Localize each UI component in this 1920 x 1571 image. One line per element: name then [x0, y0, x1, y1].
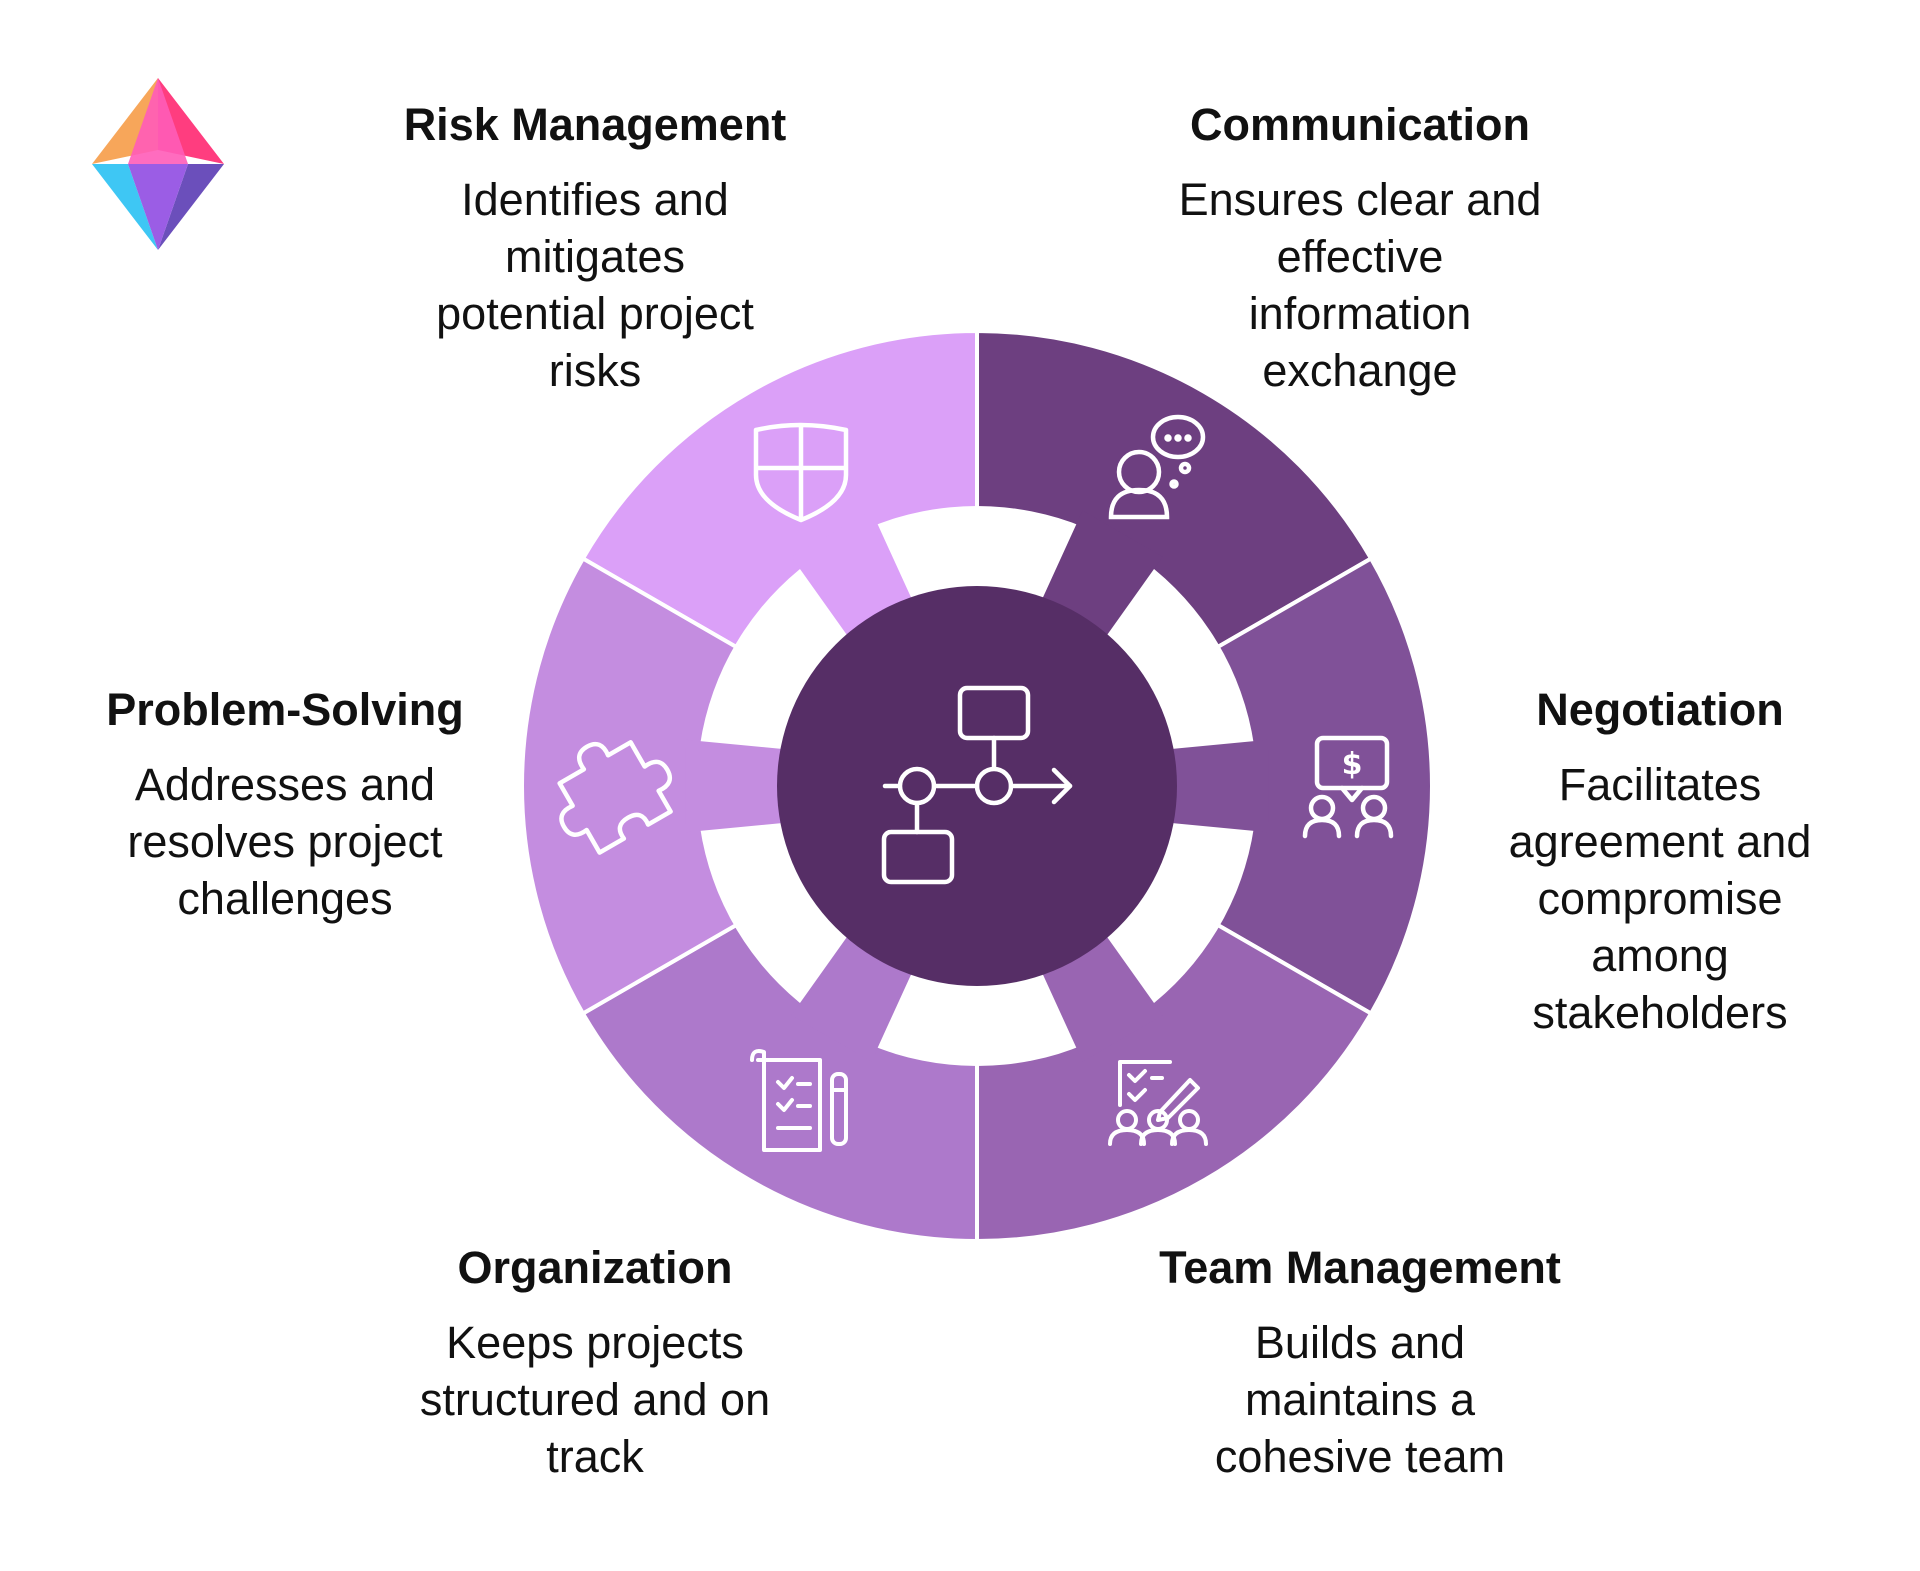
segment-title: Negotiation — [1536, 684, 1784, 735]
svg-text:$: $ — [1342, 747, 1363, 782]
segment-description: Keeps projects structured and on track — [419, 1317, 771, 1482]
workflow-diagram-icon — [881, 685, 1073, 885]
label-team-management: Team Management Builds and maintains a c… — [1140, 1240, 1580, 1485]
label-risk-management: Risk Management Identifies and mitigates… — [395, 97, 795, 399]
puzzle-piece-icon — [557, 740, 673, 855]
brand-logo-icon — [92, 78, 224, 250]
segment-title: Organization — [457, 1242, 733, 1293]
segment-bridge-negotiation — [1163, 739, 1269, 833]
segment-bridge-problem — [685, 739, 791, 833]
segment-description: Addresses and resolves project challenge… — [127, 759, 443, 924]
shield-icon — [753, 422, 849, 523]
conversation-person-icon — [1108, 414, 1206, 520]
label-problem-solving: Problem-Solving Addresses and resolves p… — [100, 682, 470, 927]
segment-title: Problem-Solving — [106, 684, 464, 735]
segment-description: Identifies and mitigates potential proje… — [436, 174, 754, 396]
label-negotiation: Negotiation Facilitates agreement and co… — [1470, 682, 1850, 1041]
clipboard-pen-icon — [750, 1049, 848, 1152]
segment-description: Ensures clear and effective information … — [1178, 174, 1542, 396]
segment-title: Team Management — [1159, 1242, 1561, 1293]
segment-description: Facilitates agreement and compromise amo… — [1508, 759, 1812, 1038]
segment-title: Communication — [1189, 99, 1530, 150]
negotiation-icon: $ — [1302, 735, 1394, 839]
label-organization: Organization Keeps projects structured a… — [390, 1240, 800, 1485]
segment-description: Builds and maintains a cohesive team — [1214, 1317, 1506, 1482]
team-checklist-icon — [1108, 1060, 1208, 1146]
label-communication: Communication Ensures clear and effectiv… — [1150, 97, 1570, 399]
segment-title: Risk Management — [403, 99, 787, 150]
